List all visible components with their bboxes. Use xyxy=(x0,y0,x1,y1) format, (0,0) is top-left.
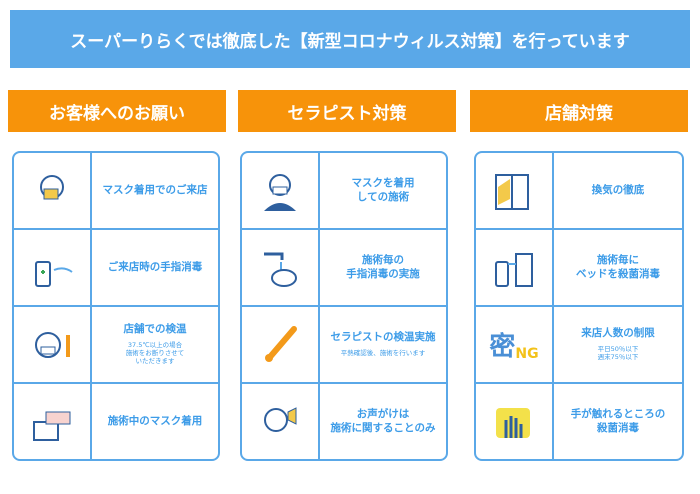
measure-title: マスク着用でのご来店 xyxy=(102,183,208,196)
measures-card: マスクを着用 しての施術施術毎の 手指消毒の実施セラピストの検温実施平熱確認後、… xyxy=(240,151,448,461)
measure-title: 来店人数の制限 xyxy=(581,327,655,340)
measure-row: お声がけは 施術に関することのみ xyxy=(242,382,446,459)
measure-note: 平熱確認後、施術を行います xyxy=(340,349,426,358)
measure-note: 平日50％以下 週末75％以下 xyxy=(597,345,639,362)
measure-title: マスクを着用 しての施術 xyxy=(351,177,415,203)
measure-row: 店舗での検温 37.5℃以上の場合 施術をお断りさせて いただきます xyxy=(14,305,218,382)
measure-row: 施術中のマスク着用 xyxy=(14,382,218,459)
bed-disinfect-icon xyxy=(476,230,554,305)
measure-title: 店舗での検温 xyxy=(123,323,187,336)
measure-title: 施術毎に ベッドを殺菌消毒 xyxy=(576,254,660,280)
measure-row: セラピストの検温実施平熱確認後、施術を行います xyxy=(242,305,446,382)
icon-kanji: 密 xyxy=(489,332,516,362)
measure-row: 換気の徹底 xyxy=(476,153,682,228)
measure-row: 施術毎の 手指消毒の実施 xyxy=(242,228,446,305)
measure-row: 手が触れるところの 殺菌消毒 xyxy=(476,382,682,459)
mask-box-icon xyxy=(14,384,92,459)
measures-card: マスク着用でのご来店ご来店時の手指消毒店舗での検温 37.5℃以上の場合 施術をお… xyxy=(12,151,220,461)
column-header: 店舗対策 xyxy=(470,90,688,132)
measure-title: 施術中のマスク着用 xyxy=(107,414,203,427)
column-header: セラピスト対策 xyxy=(238,90,456,132)
measure-title: お声がけは 施術に関することのみ xyxy=(330,408,436,434)
window-ventilation-icon xyxy=(476,153,554,228)
column-header: お客様へのお願い xyxy=(8,90,226,132)
mask-face-icon xyxy=(14,153,92,228)
measure-row: マスクを着用 しての施術 xyxy=(242,153,446,228)
measure-title: 換気の徹底 xyxy=(591,183,645,196)
measure-row: ご来店時の手指消毒 xyxy=(14,228,218,305)
quiet-voice-icon xyxy=(242,384,320,459)
measure-note: 37.5℃以上の場合 施術をお断りさせて いただきます xyxy=(125,341,185,365)
therapist-mask-icon xyxy=(242,153,320,228)
measure-row: マスク着用でのご来店 xyxy=(14,153,218,228)
thermometer-face-icon xyxy=(14,307,92,382)
measure-row: 施術毎に ベッドを殺菌消毒 xyxy=(476,228,682,305)
measure-title: セラピストの検温実施 xyxy=(330,331,436,344)
measure-title: 手が触れるところの 殺菌消毒 xyxy=(570,408,666,434)
sanitizer-spray-icon xyxy=(14,230,92,305)
measure-title: ご来店時の手指消毒 xyxy=(107,260,203,273)
icon-badge: NG xyxy=(515,345,539,362)
measure-title: 施術毎の 手指消毒の実施 xyxy=(346,254,420,280)
cloth-wipe-icon xyxy=(476,384,554,459)
thermometer-icon xyxy=(242,307,320,382)
hand-wash-icon xyxy=(242,230,320,305)
page-title: スーパーりらくでは徹底した【新型コロナウィルス対策】を行っています xyxy=(10,10,690,68)
